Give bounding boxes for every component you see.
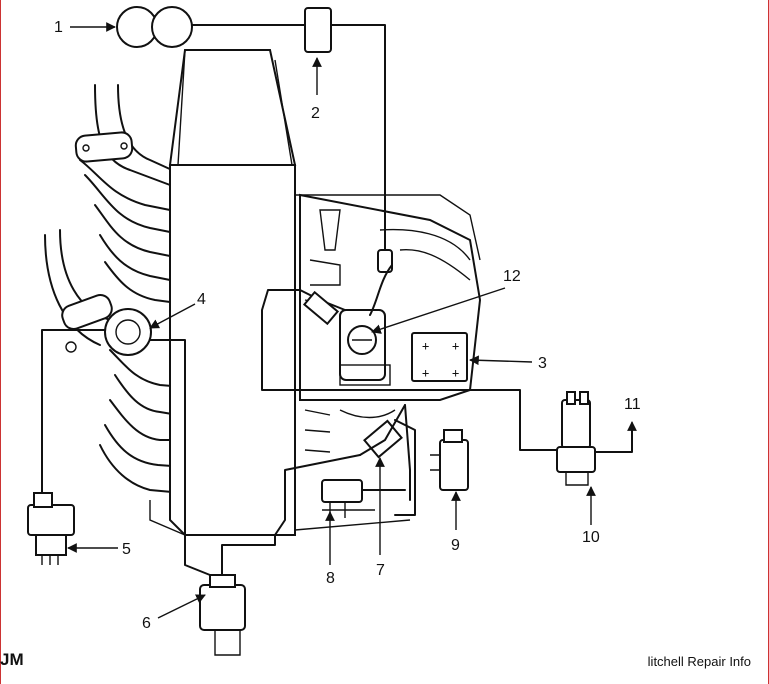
callout-11: 11 [624, 396, 641, 413]
vacuum-solenoid-valve [556, 391, 633, 486]
map-sensor [359, 404, 416, 516]
callout-4: 4 [197, 291, 206, 308]
callout-7: 7 [376, 562, 385, 579]
callout-10: 10 [582, 529, 600, 546]
callout-2: 2 [311, 105, 320, 122]
callout-9: 9 [451, 537, 460, 554]
control-module: + + + + [411, 332, 468, 382]
svg-text:+: + [452, 339, 459, 353]
svg-text:+: + [422, 366, 429, 380]
purge-solenoid [199, 454, 361, 656]
egr-valve [41, 308, 211, 576]
check-valve [304, 7, 393, 273]
callout-3: 3 [538, 355, 547, 372]
pressure-sensor [430, 429, 469, 491]
svg-text:+: + [422, 339, 429, 353]
callout-8: 8 [326, 570, 335, 587]
callout-12: 12 [503, 268, 521, 285]
vacuum-switch [321, 479, 406, 518]
footer-code: JM [0, 650, 24, 669]
footer-source: litchell Repair Info [647, 654, 751, 669]
svg-text:+: + [452, 366, 459, 380]
callout-5: 5 [122, 541, 131, 558]
callout-arrows [67, 22, 637, 619]
vacuum-reservoir [116, 6, 306, 48]
throttle-body [261, 264, 561, 451]
callout-6: 6 [142, 615, 151, 632]
exhaust-manifold [44, 84, 173, 493]
egr-solenoid [27, 492, 75, 565]
callout-1: 1 [54, 19, 63, 36]
callout-labels: 1 2 3 4 5 6 7 8 9 10 11 12 [54, 19, 641, 632]
